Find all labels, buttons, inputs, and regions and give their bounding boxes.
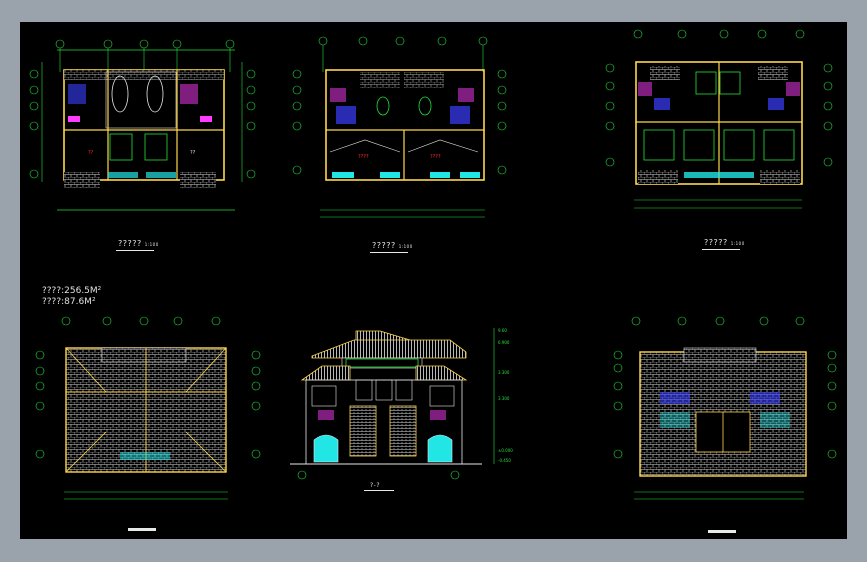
room-label: ?? [190, 150, 196, 156]
front-elevation: 9.60 6.900 3.300 3.300 ±0.000 -0.450 [290, 328, 513, 480]
plan-caption-3: ?????1:100 [704, 238, 745, 247]
plan-first-floor: ?? ?? [29, 39, 256, 211]
plan-caption-1: ?????1:100 [118, 239, 159, 248]
svg-text:3.300: 3.300 [498, 396, 510, 401]
elevation-caption: ?-? [370, 482, 381, 489]
svg-text:9.60: 9.60 [498, 328, 507, 333]
room-label: ?? [88, 150, 94, 156]
plan-caption-2: ?????1:100 [372, 241, 413, 250]
svg-text:6.900: 6.900 [498, 340, 510, 345]
svg-text:-0.450: -0.450 [498, 458, 511, 463]
cad-drawing: ?? ?? ???? ???? [29, 29, 837, 500]
caption-underline [116, 250, 154, 251]
footprint-area: ????:87.6M² [42, 297, 96, 307]
room-label: ???? [358, 154, 369, 160]
roof-plan-right [613, 316, 837, 500]
room-label: ???? [430, 154, 441, 160]
plan-second-floor: ???? ???? [292, 36, 507, 218]
caption-underline [702, 249, 740, 250]
roof-plan [35, 316, 261, 500]
plan-third-floor [605, 29, 833, 209]
caption-underline [364, 490, 394, 491]
svg-text:±0.000: ±0.000 [498, 448, 513, 453]
roof-plan-caption-bar [708, 530, 736, 533]
caption-underline [370, 252, 408, 253]
roof-plan-caption-bar [128, 528, 156, 531]
drawing-canvas: ?? ?? ???? ???? [20, 22, 847, 539]
svg-text:3.300: 3.300 [498, 370, 510, 375]
building-area: ????:256.5M² [42, 286, 102, 296]
